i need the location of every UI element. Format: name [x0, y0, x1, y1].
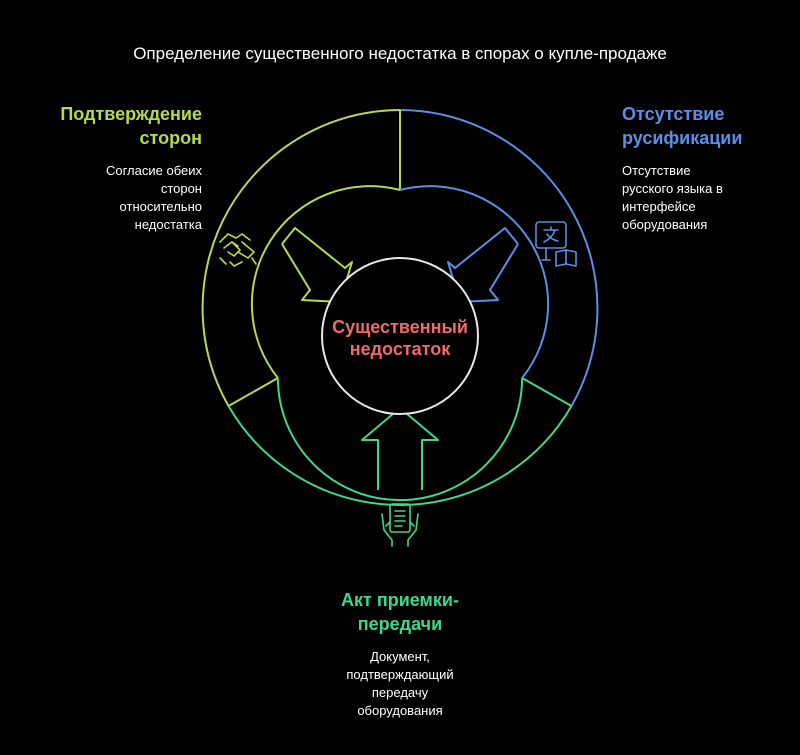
segment-russification-heading: Отсутствие русификации	[622, 102, 782, 150]
divider-left	[228, 377, 279, 407]
segment-acceptance-desc: Документ, подтверждающий передачу оборуд…	[300, 648, 500, 720]
segment-acceptance-heading: Акт приемки- передачи	[300, 588, 500, 636]
segment-confirmation-heading-line2: сторон	[139, 128, 202, 148]
segment-russification-desc: Отсутствие русского языка в интерфейсе о…	[622, 162, 782, 234]
document-hands-icon	[381, 503, 419, 547]
desc-line: передачу	[371, 685, 429, 700]
desc-line: сторон	[160, 181, 202, 196]
desc-line: Документ,	[370, 649, 430, 664]
inner-arc-acceptance	[276, 377, 524, 502]
center-label-line2: недостаток	[349, 339, 451, 359]
center-label: Существенный недостаток	[310, 316, 490, 360]
desc-line: русского языка в	[622, 181, 723, 196]
arrow-acceptance	[361, 407, 439, 490]
desc-line: Согласие обеих	[105, 163, 202, 178]
segment-confirmation-heading-line1: Подтверждение	[60, 104, 202, 124]
segment-russification-heading-line1: Отсутствие	[622, 104, 725, 124]
segment-acceptance: Акт приемки- передачи Документ, подтверж…	[300, 588, 500, 720]
handshake-icon	[219, 233, 257, 267]
segment-russification: Отсутствие русификации Отсутствие русско…	[622, 102, 782, 234]
segment-russification-heading-line2: русификации	[622, 128, 743, 148]
outer-arc-acceptance	[227, 405, 573, 506]
desc-line: недостатка	[134, 217, 202, 232]
outer-arc-russification	[399, 109, 599, 407]
inner-arc-russification	[399, 185, 550, 379]
segment-acceptance-heading-line1: Акт приемки-	[341, 590, 459, 610]
translate-book-icon	[535, 221, 577, 267]
segment-confirmation-heading: Подтверждение сторон	[20, 102, 202, 150]
diagram-title: Определение существенного недостатка в с…	[133, 44, 667, 63]
segment-confirmation-desc: Согласие обеих сторон относительно недос…	[20, 162, 202, 234]
desc-line: интерфейсе	[622, 199, 696, 214]
desc-line: относительно	[119, 199, 202, 214]
inner-arc-confirmation	[250, 185, 401, 379]
center-label-line1: Существенный	[332, 317, 468, 337]
desc-line: подтверждающий	[346, 667, 454, 682]
segment-acceptance-heading-line2: передачи	[357, 614, 443, 634]
desc-line: Отсутствие	[622, 163, 691, 178]
divider-right	[521, 377, 572, 407]
outer-arc-confirmation	[201, 109, 401, 407]
desc-line: оборудования	[622, 217, 708, 232]
center-circle	[321, 257, 479, 415]
desc-line: оборудования	[357, 703, 443, 718]
segment-confirmation: Подтверждение сторон Согласие обеих стор…	[20, 102, 202, 234]
